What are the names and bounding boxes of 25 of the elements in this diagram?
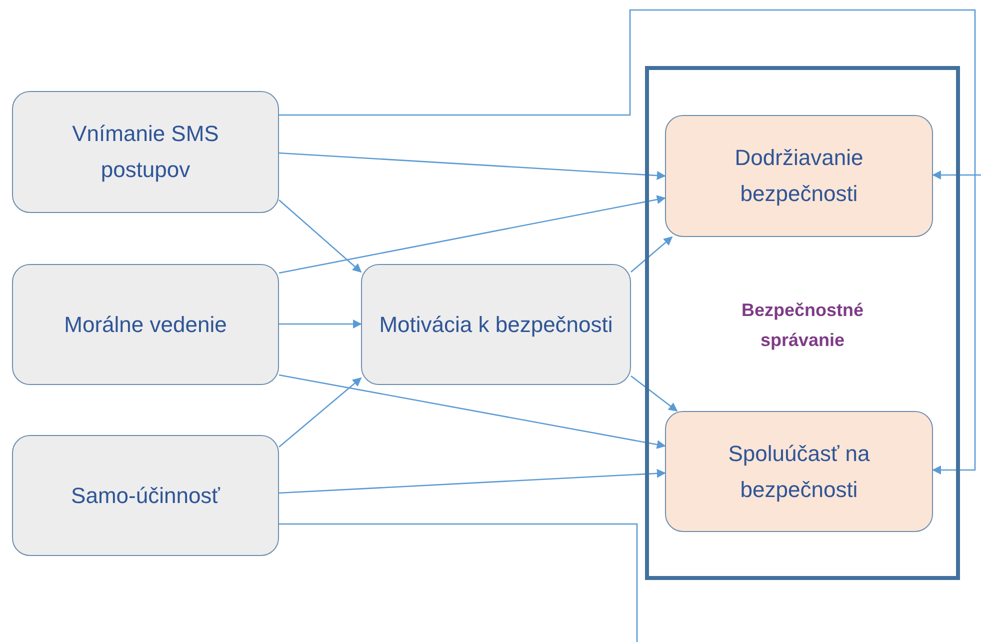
box-label: Vnímanie SMS postupov: [71, 120, 220, 184]
arrow: [278, 374, 666, 449]
arrow: [279, 320, 362, 328]
arrow: [278, 468, 666, 494]
group-frame: [645, 66, 960, 580]
box-label: Spoluúčasť na bezpečnosti: [727, 440, 871, 504]
box-label: Samo-účinnosť: [71, 482, 220, 510]
process-box: [12, 91, 279, 213]
arrow: [278, 195, 666, 274]
process-box: [665, 411, 933, 532]
process-box: [12, 264, 279, 385]
arrow: [278, 200, 362, 273]
arrow: [279, 9, 976, 474]
arrow: [278, 152, 666, 180]
arrow: [630, 375, 678, 412]
arrow: [630, 236, 673, 272]
box-label: Dodržiavanie bezpečnosti: [734, 144, 864, 208]
box-label: Motivácia k bezpečnosti: [379, 310, 613, 339]
process-box: [361, 264, 631, 385]
arrow: [932, 170, 981, 180]
arrow: [278, 377, 362, 448]
process-box: [665, 115, 933, 237]
box-label: Morálne vedenie: [64, 310, 227, 338]
process-box: [12, 435, 279, 556]
group-title: Bezpečnostné správanie: [740, 299, 865, 352]
